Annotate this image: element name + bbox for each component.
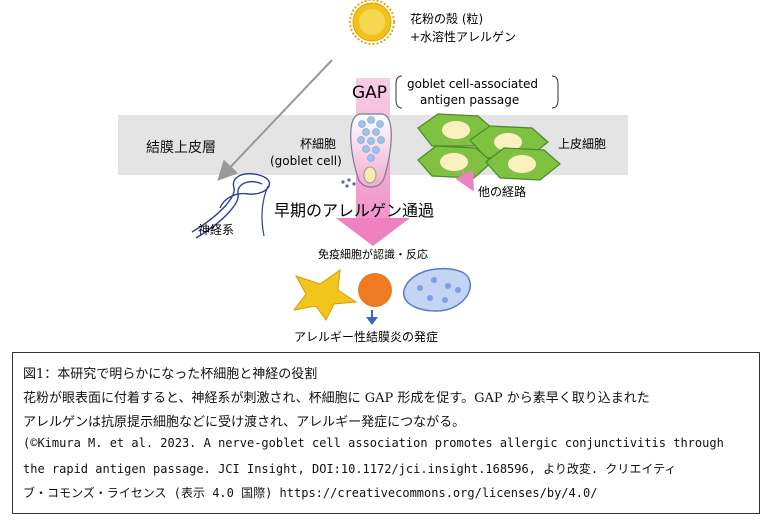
nerve-icon	[191, 172, 356, 239]
immune-recognition-label: 免疫細胞が認識・反応	[318, 247, 428, 261]
figure-caption: 図1：本研究で明らかになった杯細胞と神経の役割 花粉が眼表面に付着すると、神経系…	[12, 352, 760, 514]
blue-immune-cell-icon	[402, 267, 472, 312]
caption-line-5: the rapid antigen passage. JCI Insight, …	[23, 462, 677, 476]
caption-line-3: アレルゲンは抗原提示細胞などに受け渡され、アレルギー発症につながる。	[23, 415, 466, 430]
caption-line-6: ブ・コモンズ・ライセンス (表示 4.0 国際) https://creativ…	[23, 486, 598, 500]
goblet-cell-icon	[350, 113, 392, 188]
goblet-cell-label-ja: 杯細胞	[300, 137, 336, 151]
caption-line-4: (©Kimura M. et al. 2023. A nerve-goblet …	[23, 436, 724, 450]
other-route-label: 他の経路	[478, 184, 526, 199]
dendritic-cell-icon	[292, 268, 358, 321]
gap-full-name-2: antigen passage	[420, 93, 519, 107]
other-route-arrow	[455, 169, 474, 192]
goblet-cell-label-en: (goblet cell)	[270, 154, 342, 168]
gap-bracket-right	[551, 75, 559, 109]
pollen-label-1: 花粉の殻 (粒)	[410, 11, 483, 26]
pollen-label-2: +水溶性アレルゲン	[410, 29, 516, 44]
pollen-grain-icon	[349, 0, 395, 45]
gap-label: GAP	[352, 83, 387, 103]
pollen-to-nerve-arrow	[217, 59, 333, 181]
caption-title: 図1：本研究で明らかになった杯細胞と神経の役割	[23, 367, 318, 382]
allergy-mechanism-diagram: 結膜上皮層 花粉の殻 (粒) +水溶性アレルゲン GAP goblet cell…	[118, 0, 628, 344]
gap-full-name-1: goblet cell-associated	[407, 77, 538, 91]
caption-line-2: 花粉が眼表面に付着すると、神経系が刺激され、杯細胞に GAP 形成を促す。GAP…	[23, 391, 650, 406]
epithelium-label: 結膜上皮層	[146, 140, 216, 156]
nerve-label: 神経系	[198, 223, 234, 237]
early-passage-label: 早期のアレルゲン通過	[274, 201, 434, 220]
gap-bracket-left	[395, 75, 403, 109]
orange-immune-cell-icon	[358, 273, 392, 307]
onset-arrow	[366, 310, 378, 325]
epithelial-cells-label: 上皮細胞	[558, 137, 606, 151]
onset-label: アレルギー性結膜炎の発症	[294, 329, 438, 344]
